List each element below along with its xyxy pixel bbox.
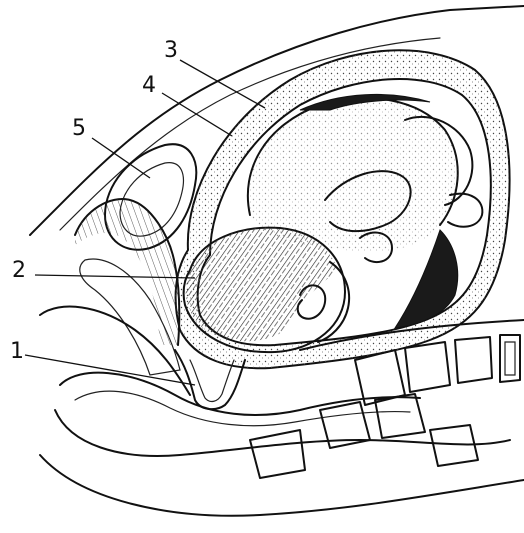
label-2: 2 (12, 258, 26, 283)
leader-line-1 (25, 355, 195, 385)
label-1: 1 (10, 339, 24, 364)
label-4: 4 (142, 73, 156, 98)
rectum-inner (75, 391, 410, 426)
rectum (60, 373, 420, 415)
label-5: 5 (72, 116, 86, 141)
label-3: 3 (164, 38, 178, 63)
leader-line-3 (180, 60, 265, 108)
cervix-canal-inner (190, 360, 234, 401)
anterior-wall-shading (75, 199, 179, 345)
